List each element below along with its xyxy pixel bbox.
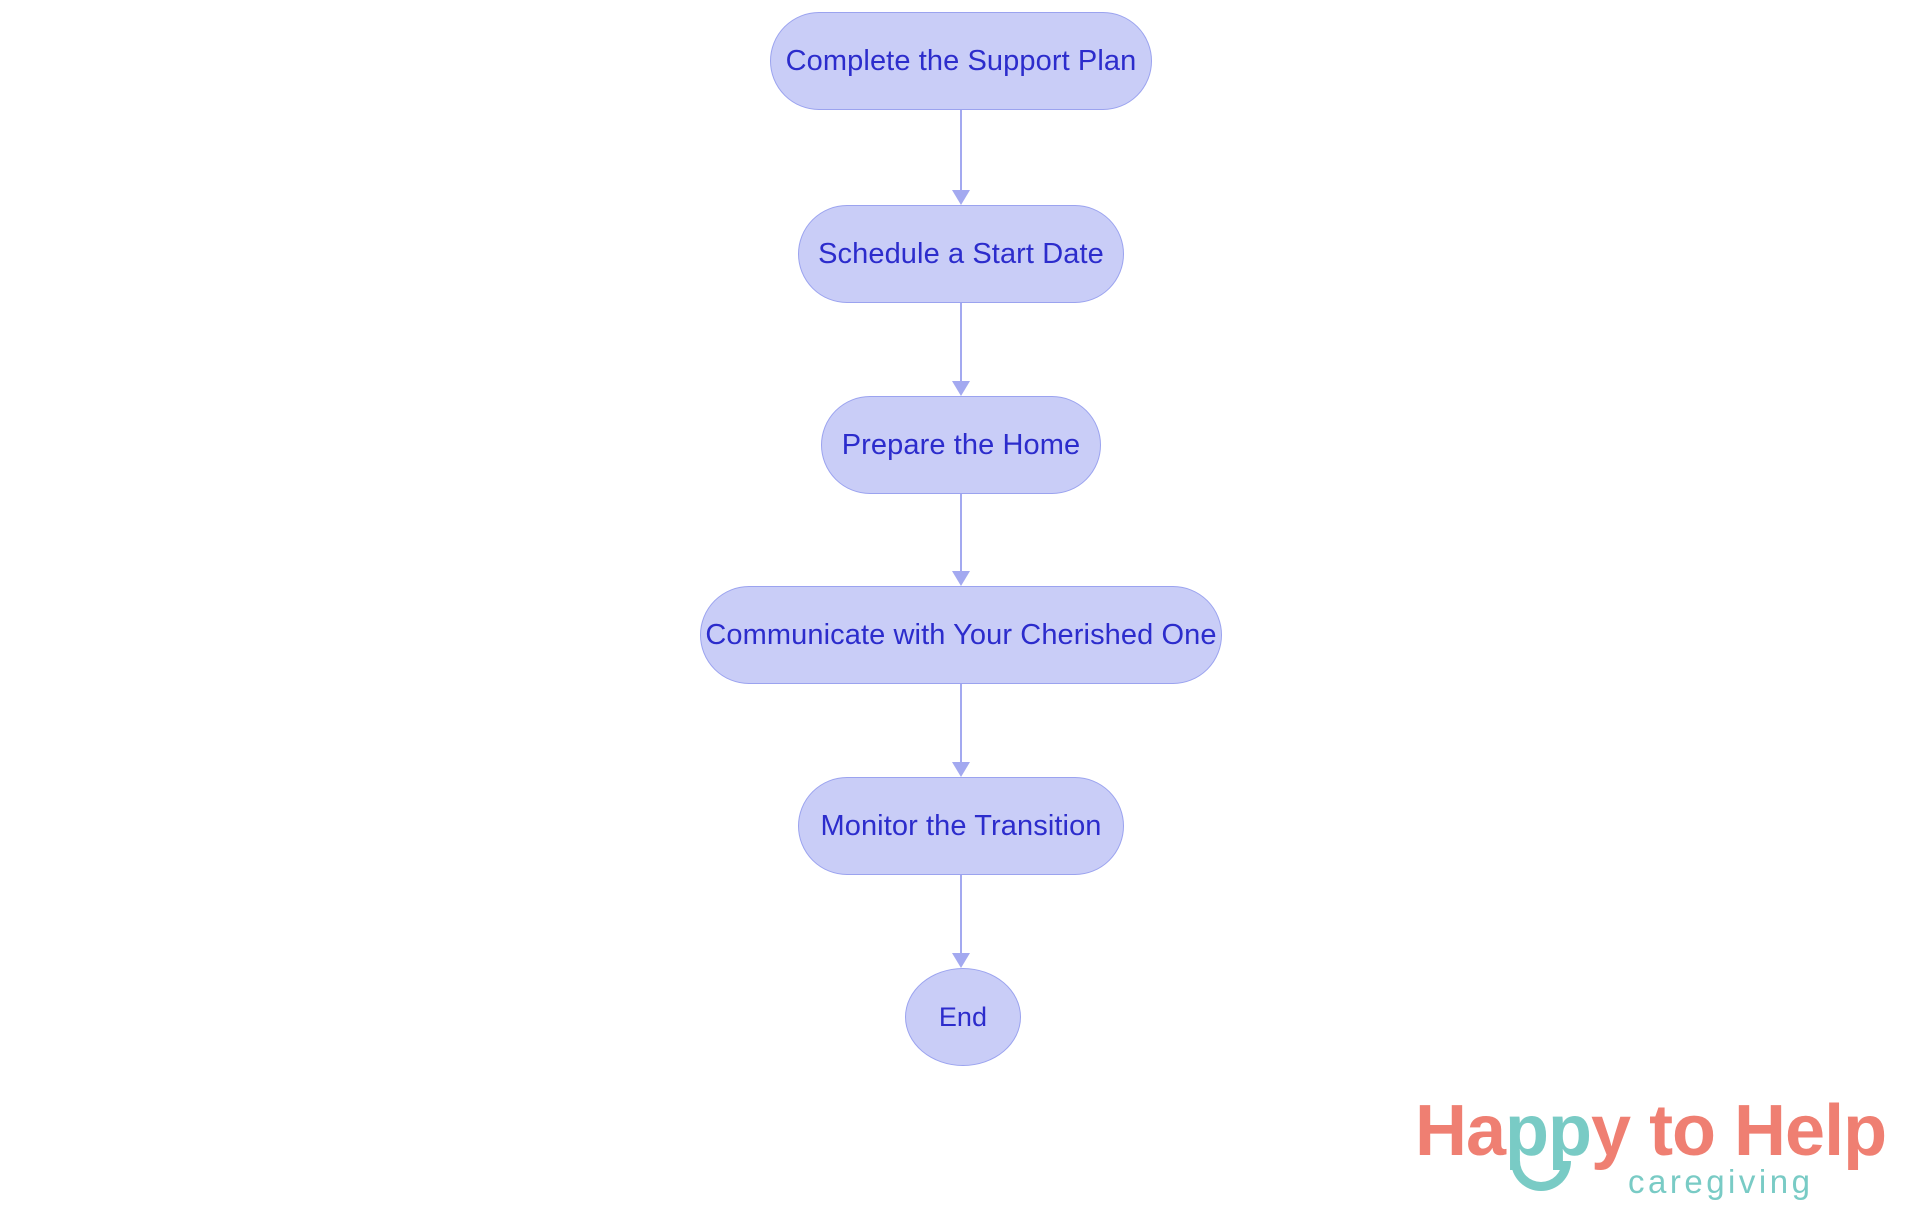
- arrowhead-icon: [952, 190, 970, 205]
- flow-connector: [949, 303, 973, 396]
- flow-node-label: Schedule a Start Date: [818, 237, 1104, 270]
- connector-line: [960, 303, 962, 382]
- brand-logo: Happy to Help caregiving: [1415, 1095, 1915, 1215]
- connector-line: [960, 110, 962, 191]
- smile-arc-icon: [1511, 1161, 1571, 1191]
- flow-node-n1[interactable]: Complete the Support Plan: [770, 12, 1152, 110]
- logo-text-pp: pp: [1505, 1091, 1592, 1171]
- flow-node-label: Communicate with Your Cherished One: [705, 618, 1217, 651]
- connector-line: [960, 875, 962, 954]
- flow-node-label: Complete the Support Plan: [785, 44, 1137, 77]
- arrowhead-icon: [952, 762, 970, 777]
- flow-node-n3[interactable]: Prepare the Home: [821, 396, 1101, 494]
- flow-connector: [949, 110, 973, 205]
- logo-text-y: y: [1591, 1091, 1631, 1171]
- flow-node-label: Prepare the Home: [841, 428, 1081, 461]
- flow-node-label: Monitor the Transition: [820, 809, 1102, 842]
- arrowhead-icon: [952, 953, 970, 968]
- flow-connector: [949, 875, 973, 968]
- flow-node-n6[interactable]: End: [905, 968, 1021, 1066]
- logo-tagline: caregiving: [1628, 1163, 1814, 1200]
- arrowhead-icon: [952, 381, 970, 396]
- flow-node-n2[interactable]: Schedule a Start Date: [798, 205, 1124, 303]
- arrowhead-icon: [952, 571, 970, 586]
- flow-connector: [949, 684, 973, 777]
- logo-text-ha: Ha: [1415, 1091, 1506, 1171]
- logo-text-to-help: to Help: [1630, 1091, 1887, 1171]
- flow-node-n4[interactable]: Communicate with Your Cherished One: [700, 586, 1222, 684]
- flow-node-n5[interactable]: Monitor the Transition: [798, 777, 1124, 875]
- logo-wordmark: Happy to Help: [1415, 1095, 1887, 1167]
- connector-line: [960, 494, 962, 572]
- flow-node-label: End: [938, 1001, 988, 1032]
- connector-line: [960, 684, 962, 763]
- flow-connector: [949, 494, 973, 586]
